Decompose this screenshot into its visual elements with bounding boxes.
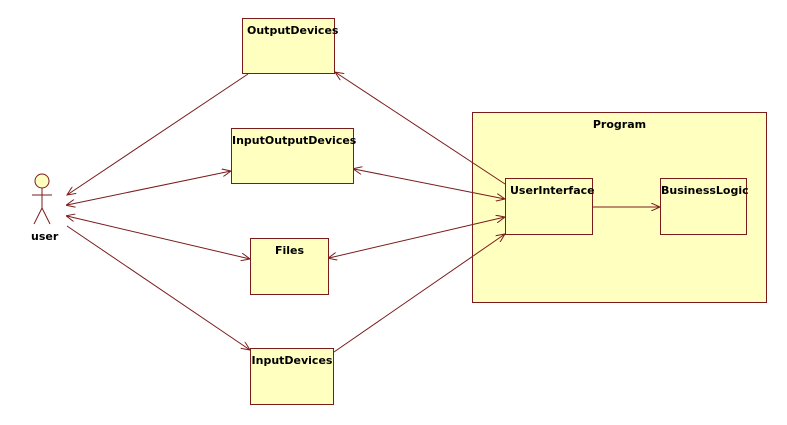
user-actor-label: user	[31, 230, 59, 243]
input-devices-label: InputDevices	[251, 354, 333, 367]
output-devices-label: OutputDevices	[247, 24, 339, 37]
user-interface-box[interactable]: UserInterface	[505, 178, 595, 235]
input-devices-box[interactable]: InputDevices	[250, 348, 334, 405]
connector-user-inputoutputdevices	[67, 171, 231, 205]
business-logic-label: BusinessLogic	[661, 184, 749, 197]
business-logic-box[interactable]: BusinessLogic	[660, 178, 749, 235]
user-interface-label: UserInterface	[510, 184, 595, 197]
files-label: Files	[274, 244, 305, 257]
output-devices-box[interactable]: OutputDevices	[242, 18, 339, 74]
connector-user-files	[67, 216, 250, 259]
input-output-devices-label: InputOutputDevices	[232, 134, 357, 147]
connector-outputdevices-user	[67, 73, 249, 195]
connector-user-inputdevices	[66, 225, 250, 350]
user-actor-icon[interactable]	[32, 173, 52, 225]
files-box[interactable]: Files	[250, 238, 329, 295]
program-package-label: Program	[592, 118, 647, 131]
input-output-devices-box[interactable]: InputOutputDevices	[231, 128, 357, 184]
